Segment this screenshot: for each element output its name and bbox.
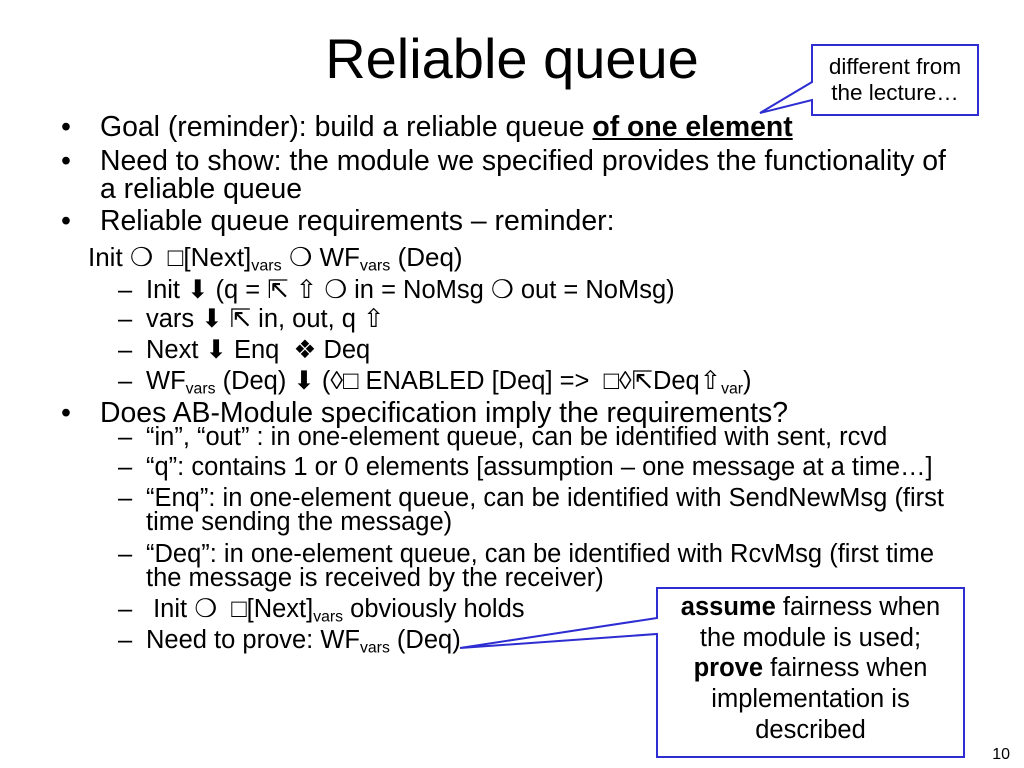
answer-text: “Enq”: in one-element queue, can be iden…: [146, 484, 952, 536]
dash-marker: –: [118, 540, 133, 568]
answer-item: – “Deq”: in one-element queue, can be id…: [118, 540, 960, 592]
dash-marker: –: [118, 305, 133, 333]
answer-text: Init ❍ □[Next]vars obviously holds: [146, 595, 960, 625]
callout-bottom-line: the module is used;: [699, 623, 922, 652]
requirements-heading-text: Reliable queue requirements – reminder:: [100, 205, 615, 237]
dash-marker: –: [118, 336, 133, 364]
answer-end: (Deq): [389, 626, 461, 654]
bullet-goal: • Goal (reminder): build a reliable queu…: [61, 113, 958, 141]
requirement-text: Init ⬇ (q = ⇱ ⇧ ❍ in = NoMsg ❍ out = NoM…: [146, 276, 675, 304]
requirement-text: Next ⬇ Enq ❖ Deq: [146, 336, 371, 364]
bullet-marker: •: [61, 145, 71, 177]
page-number: 10: [992, 746, 1010, 763]
dash-marker: –: [118, 484, 133, 512]
callout-top: different from the lecture…: [812, 54, 978, 106]
bullet-marker: •: [61, 397, 71, 429]
need-to-show-text: Need to show: the module we specified pr…: [100, 145, 954, 205]
requirements-formula: Init ❍ □[Next]vars ❍ WFvars (Deq): [88, 242, 958, 274]
callout-bottom-line: prove fairness when: [657, 653, 964, 684]
answer-text: “q”: contains 1 or 0 elements [assumptio…: [146, 453, 933, 481]
bullet-requirements: • Reliable queue requirements – reminder…: [61, 205, 958, 237]
answer-need-to-prove: Need to prove: WF: [146, 626, 360, 654]
answer-item: – Need to prove: WFvars (Deq): [118, 626, 960, 656]
slide-title: Reliable queue: [325, 27, 699, 90]
bullet-question: • Does AB-Module specification imply the…: [61, 397, 958, 429]
requirement-wf: WF: [146, 367, 186, 395]
callout-bottom-shape: [459, 587, 965, 758]
requirement-item: – WFvars (Deq) ⬇ (◊□ ENABLED [Deq] => □◊…: [118, 367, 960, 397]
callout-line-text: fairness when: [775, 593, 941, 621]
callout-bottom-line: described: [755, 715, 866, 744]
answer-text: “in”, “out” : in one-element queue, can …: [146, 423, 888, 451]
bullet-marker: •: [61, 111, 71, 143]
answer-item: – “in”, “out” : in one-element queue, ca…: [118, 423, 960, 451]
callout-bottom-line: implementation is: [711, 685, 910, 714]
requirement-text: vars ⬇ ⇱ in, out, q ⇧: [146, 305, 385, 333]
dash-marker: –: [118, 595, 133, 623]
requirement-end: ): [743, 367, 752, 395]
dash-marker: –: [118, 367, 133, 395]
requirement-mid: (Deq) ⬇ (◊□ ENABLED [Deq] => □◊⇱Deq⇧: [215, 367, 722, 395]
formula-end: (Deq): [390, 242, 463, 272]
formula-subscript: vars: [251, 256, 282, 275]
formula-text: Init ❍ □[Next]: [88, 242, 252, 272]
answer-item: – “q”: contains 1 or 0 elements [assumpt…: [118, 453, 960, 481]
requirement-item: – vars ⬇ ⇱ in, out, q ⇧: [118, 305, 960, 333]
goal-emphasis: of one element: [592, 111, 793, 143]
callout-bottom: assume fairness when the module is used;…: [657, 592, 964, 746]
bullet-marker: •: [61, 205, 71, 237]
answer-end: obviously holds: [343, 595, 525, 623]
answer-item: – “Enq”: in one-element queue, can be id…: [118, 484, 960, 536]
bullet-need-to-show: • Need to show: the module we specified …: [61, 145, 958, 205]
dash-marker: –: [118, 276, 133, 304]
callout-top-shape: [759, 44, 979, 116]
requirement-subscript: vars: [185, 380, 216, 398]
requirement-item: – Next ⬇ Enq ❖ Deq: [118, 336, 960, 364]
dash-marker: –: [118, 423, 133, 451]
answer-subscript: vars: [313, 608, 344, 626]
requirement-item: – Init ⬇ (q = ⇱ ⇧ ❍ in = NoMsg ❍ out = N…: [118, 276, 960, 304]
answer-item: – Init ❍ □[Next]vars obviously holds: [118, 595, 960, 625]
requirement-text: WFvars (Deq) ⬇ (◊□ ENABLED [Deq] => □◊⇱D…: [146, 367, 960, 397]
callout-assume: assume: [680, 593, 776, 621]
callout-top-line: the lecture…: [831, 80, 959, 105]
callout-line-text: fairness when: [763, 654, 928, 683]
answer-text: “Deq”: in one-element queue, can be iden…: [146, 540, 942, 592]
question-text: Does AB-Module specification imply the r…: [100, 397, 789, 429]
goal-text: Goal (reminder): build a reliable queue: [100, 111, 593, 143]
bullet-goal-text: Goal (reminder): build a reliable queue …: [100, 113, 958, 141]
answer-subscript: vars: [360, 639, 390, 657]
answer-text: Need to prove: WFvars (Deq): [146, 626, 960, 656]
dash-marker: –: [118, 453, 133, 481]
formula-subscript: vars: [359, 256, 391, 275]
formula-mid: ❍ WF: [281, 242, 360, 272]
callout-bottom-line: assume fairness when: [657, 592, 964, 623]
dash-marker: –: [118, 626, 133, 654]
requirement-subscript: var: [721, 380, 744, 398]
answer-init: Init ❍ □[Next]: [146, 595, 314, 623]
callout-top-line: different from: [828, 54, 962, 79]
callout-prove: prove: [693, 654, 764, 683]
